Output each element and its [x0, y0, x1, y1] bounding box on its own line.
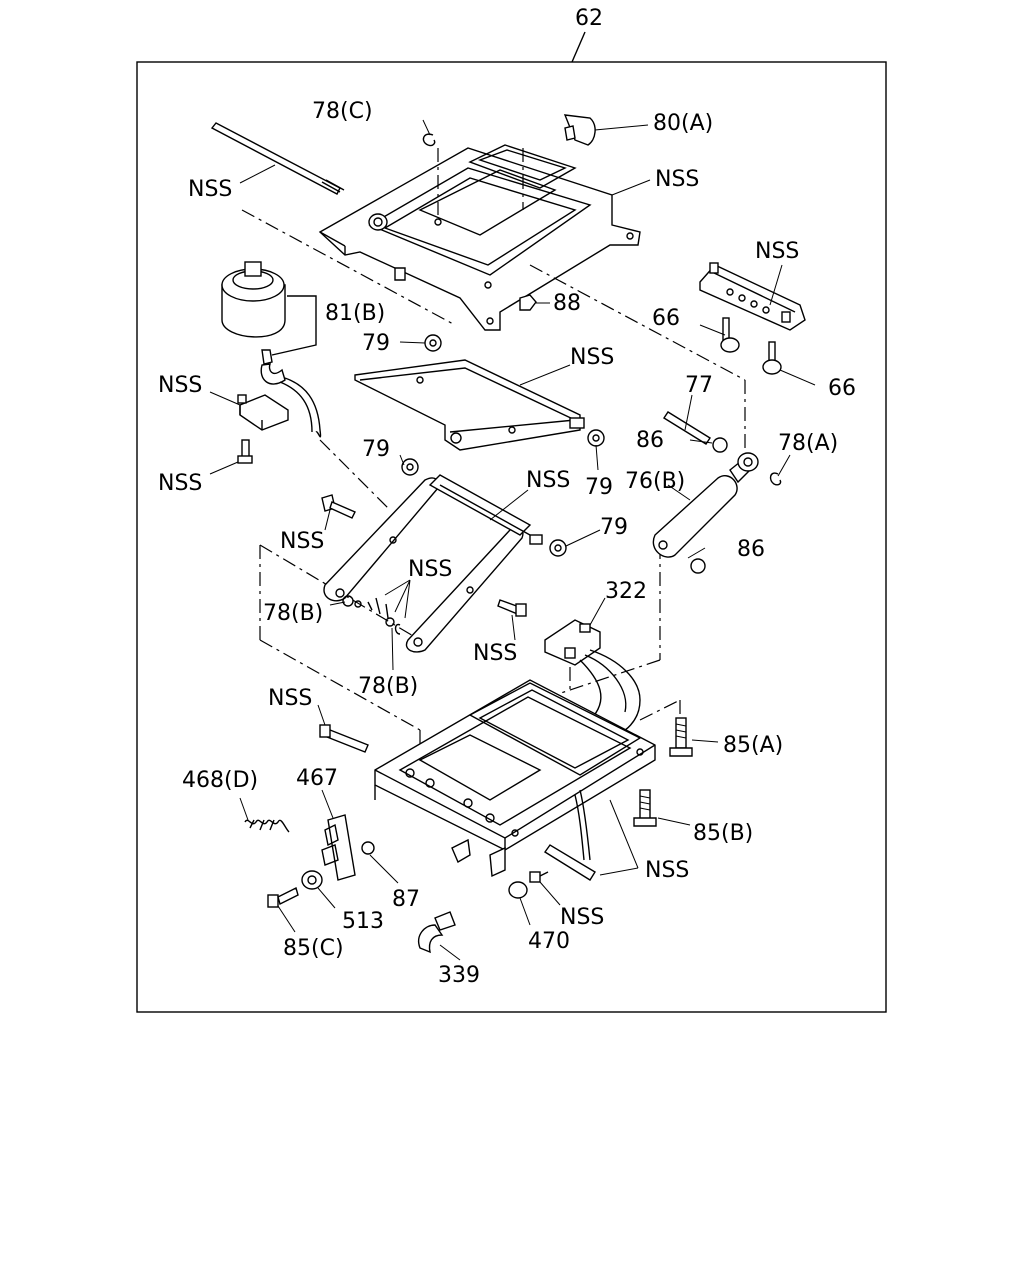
clamp-470 — [508, 881, 528, 899]
washer-87 — [361, 841, 375, 855]
label-nss-rod: NSS — [188, 177, 232, 202]
label-76b: 76(B) — [625, 469, 685, 494]
label-77: 77 — [685, 373, 713, 398]
label-nss-boltmid: NSS — [280, 529, 324, 554]
bolt-left — [321, 494, 356, 519]
spring-468d — [244, 819, 290, 833]
bolt-85b — [633, 789, 657, 827]
label-79-left: 79 — [362, 437, 390, 462]
bushing-86-lower — [690, 558, 706, 574]
right-mount-bracket — [699, 262, 806, 331]
label-nss-bolt2: NSS — [473, 641, 517, 666]
label-86-lower: 86 — [737, 537, 765, 562]
label-nss-clips: NSS — [408, 557, 452, 582]
label-88: 88 — [553, 291, 581, 316]
air-spring-81b — [221, 261, 322, 438]
label-78c: 78(C) — [312, 99, 373, 124]
bushing-86-upper — [712, 437, 728, 453]
long-rod — [210, 122, 345, 195]
washer-79-top — [424, 334, 442, 352]
clip-78c — [422, 133, 436, 147]
label-468d: 468(D) — [182, 768, 258, 793]
label-nss-plate: NSS — [570, 345, 614, 370]
label-81b: 81(B) — [325, 301, 385, 326]
bolt-left-lower — [319, 724, 369, 753]
small-bracket-left — [237, 394, 289, 464]
base-frame — [374, 679, 656, 878]
label-79-top: 79 — [362, 331, 390, 356]
pin-77 — [663, 411, 711, 445]
label-nss-pipe: NSS — [645, 858, 689, 883]
label-nss-topframe: NSS — [655, 167, 699, 192]
label-nss-bolt-left: NSS — [158, 471, 202, 496]
clips-78b-upper — [342, 595, 389, 619]
label-470: 470 — [528, 929, 570, 954]
label-78b-upper: 78(B) — [263, 601, 323, 626]
nut-88 — [519, 294, 537, 311]
washer-79-lower — [549, 539, 567, 557]
label-nss-pin: NSS — [268, 686, 312, 711]
label-513: 513 — [342, 909, 384, 934]
latch-plate-467 — [321, 814, 356, 881]
label-nss-screw: NSS — [560, 905, 604, 930]
damper-76b — [652, 452, 759, 558]
label-467: 467 — [296, 766, 338, 791]
scissor-link — [323, 474, 543, 653]
bolt-66-lower — [762, 341, 782, 375]
label-nss-rightbracket: NSS — [755, 239, 799, 264]
diagram-frame — [136, 61, 887, 1013]
label-339: 339 — [438, 963, 480, 988]
knob-80a — [563, 114, 596, 146]
label-85b: 85(B) — [693, 821, 753, 846]
pin-lower-right — [543, 844, 596, 881]
upper-arm-plate — [354, 359, 585, 451]
clips-78b-lower — [385, 617, 401, 635]
washer-513 — [301, 870, 323, 890]
bolt-middle — [497, 599, 527, 617]
label-85c: 85(C) — [283, 936, 344, 961]
label-78b-lower: 78(B) — [358, 674, 418, 699]
label-66-lower: 66 — [828, 376, 856, 401]
label-87: 87 — [392, 887, 420, 912]
washer-79-right — [587, 429, 605, 447]
label-322: 322 — [605, 579, 647, 604]
label-85a: 85(A) — [723, 733, 783, 758]
label-nss-link: NSS — [526, 468, 570, 493]
label-66-upper: 66 — [652, 306, 680, 331]
label-86-upper: 86 — [636, 428, 664, 453]
screw-nss — [529, 871, 549, 883]
label-78a: 78(A) — [778, 431, 838, 456]
top-seat-frame — [318, 144, 641, 331]
bolt-85c — [267, 886, 299, 908]
label-nss-bracket: NSS — [158, 373, 202, 398]
bolt-66-upper — [720, 317, 740, 353]
label-79-right: 79 — [585, 475, 613, 500]
elbow-339 — [418, 911, 456, 954]
label-80a: 80(A) — [653, 111, 713, 136]
washer-79-left — [401, 458, 419, 476]
clip-78a — [769, 472, 782, 486]
assembly-number: 62 — [575, 6, 603, 31]
label-79-lower: 79 — [600, 515, 628, 540]
bolt-85a — [669, 717, 693, 757]
